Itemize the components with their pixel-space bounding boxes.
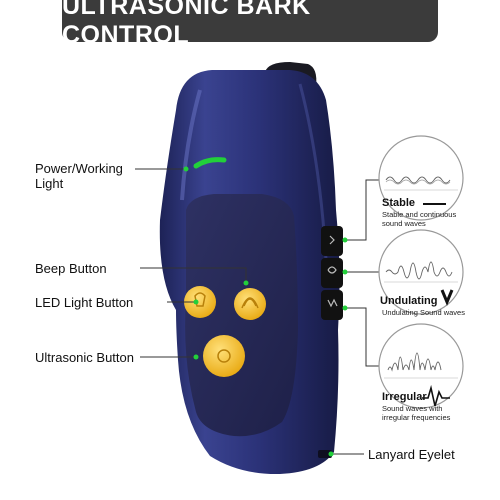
title-banner: ULTRASONIC BARK CONTROL: [62, 0, 438, 49]
callout-led-button: LED Light Button: [35, 295, 134, 310]
mode-title-undulating: Undulating: [380, 295, 438, 307]
wave-icon: [217, 349, 231, 363]
callout-beep-button: Beep Button: [35, 261, 107, 276]
mode-title-irregular: Irregular: [382, 391, 427, 403]
lanyard-eyelet: [318, 450, 332, 458]
wave-irregular: [378, 323, 464, 409]
speaker-icon: [241, 297, 259, 309]
mode-desc-undulating: Undulating Sound waves: [382, 308, 465, 317]
mode-desc-irregular: Sound waves with irregular frequencies: [382, 404, 451, 422]
led-light-button: [184, 286, 216, 318]
irregular-symbol: [422, 384, 450, 407]
mode-title-stable: Stable: [382, 197, 416, 209]
page-title: ULTRASONIC BARK CONTROL: [62, 0, 311, 49]
mode-desc-stable: Stable and continuous sound waves: [382, 210, 457, 228]
callout-ultrasonic-button: Ultrasonic Button: [35, 350, 134, 365]
ultrasonic-button: [203, 335, 245, 377]
bulb-icon: [194, 292, 206, 307]
callout-lanyard: Lanyard Eyelet: [368, 447, 455, 462]
power-light: [193, 157, 227, 169]
wave-stable: [378, 135, 464, 221]
callout-power-light: Power/Working Light: [35, 161, 123, 191]
undulating-symbol: [440, 289, 454, 306]
beep-button: [234, 288, 266, 320]
side-button-stable: [321, 226, 343, 256]
